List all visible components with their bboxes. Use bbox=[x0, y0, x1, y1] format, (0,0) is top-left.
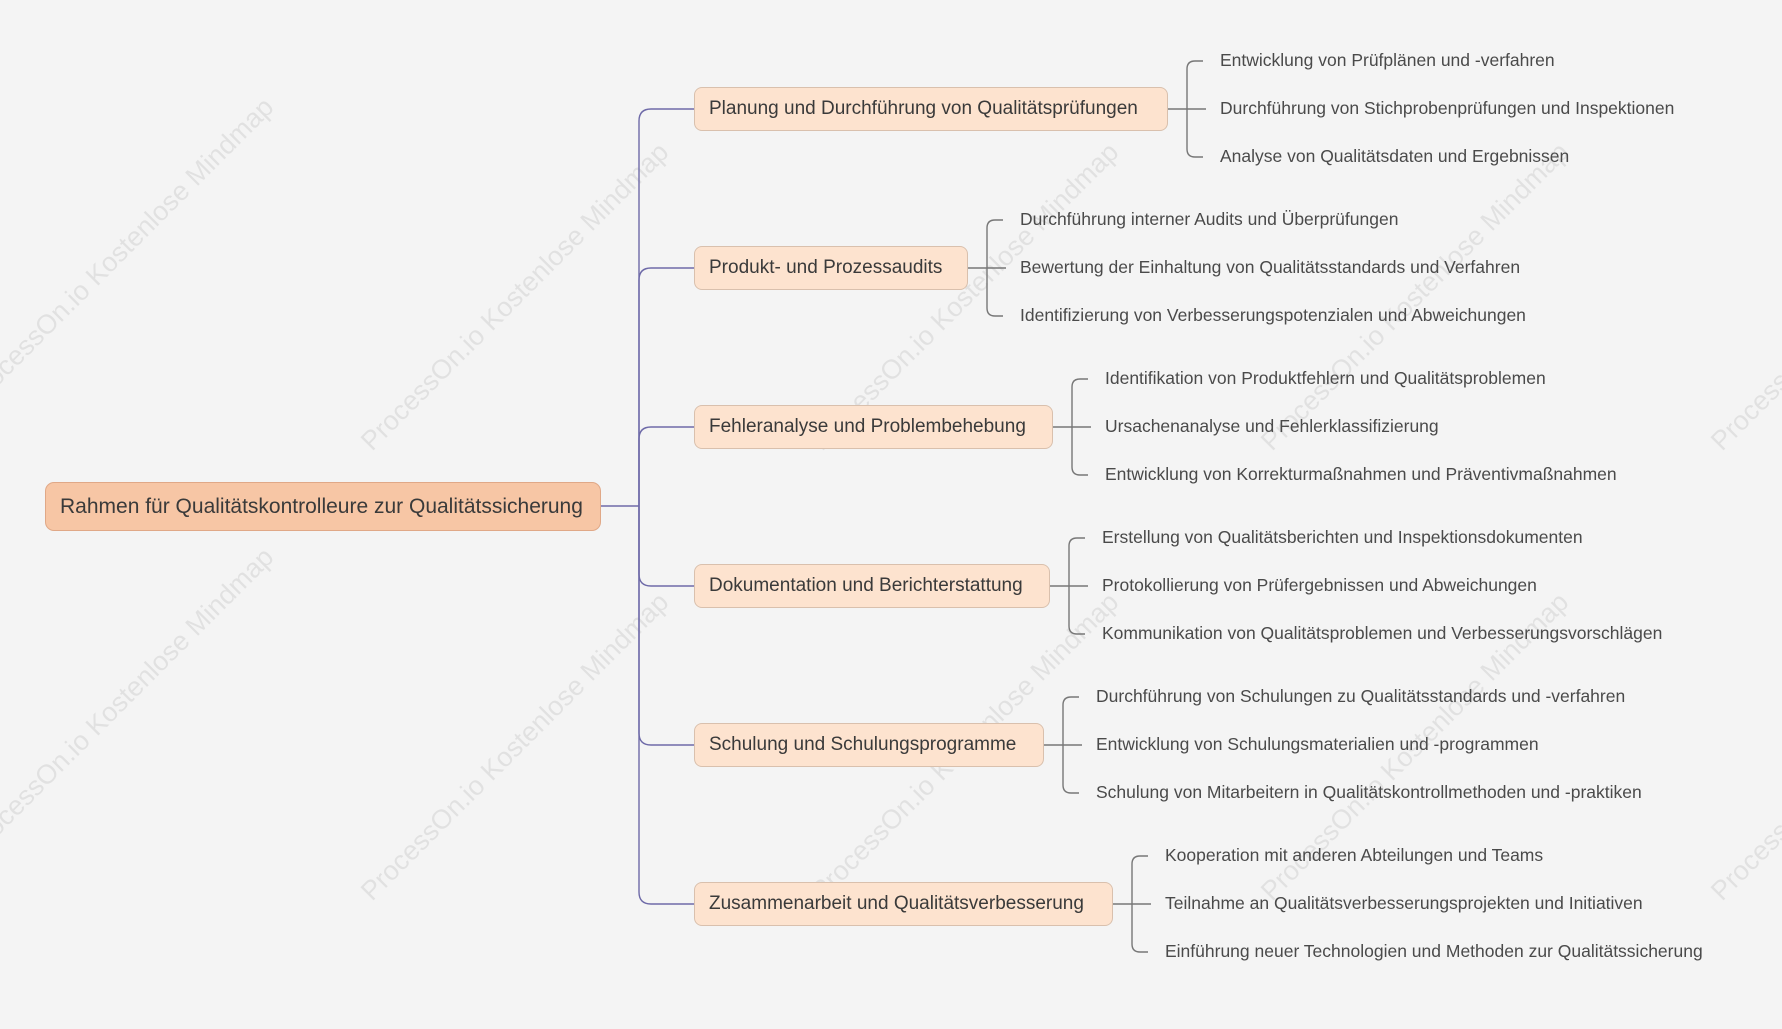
leaf-bracket bbox=[1068, 537, 1085, 635]
branch-node[interactable]: Planung und Durchführung von Qualitätspr… bbox=[694, 87, 1168, 131]
branch-node-label: Zusammenarbeit und Qualitätsverbesserung bbox=[709, 893, 1084, 914]
leaf-topic[interactable]: Entwicklung von Korrekturmaßnahmen und P… bbox=[1105, 464, 1617, 484]
branch-node-label: Planung und Durchführung von Qualitätspr… bbox=[709, 98, 1138, 119]
leaf-topic[interactable]: Teilnahme an Qualitätsverbesserungsproje… bbox=[1165, 893, 1643, 913]
leaf-topic[interactable]: Kommunikation von Qualitätsproblemen und… bbox=[1102, 623, 1663, 643]
leaf-topic[interactable]: Durchführung interner Audits und Überprü… bbox=[1020, 209, 1399, 229]
leaf-topic[interactable]: Erstellung von Qualitätsberichten und In… bbox=[1102, 527, 1583, 547]
branch-connector bbox=[638, 267, 694, 506]
branch-node[interactable]: Produkt- und Prozessaudits bbox=[694, 246, 968, 290]
leaf-topic[interactable]: Identifikation von Produktfehlern und Qu… bbox=[1105, 368, 1546, 388]
leaf-bracket bbox=[986, 219, 1003, 317]
leaf-bracket bbox=[1186, 60, 1203, 158]
branch-node-label: Fehleranalyse und Problembehebung bbox=[709, 416, 1026, 437]
branch-connector bbox=[638, 506, 694, 905]
leaf-bracket bbox=[1071, 378, 1088, 476]
leaf-topic[interactable]: Einführung neuer Technologien und Method… bbox=[1165, 941, 1703, 961]
branch-node-label: Schulung und Schulungsprogramme bbox=[709, 734, 1017, 755]
branch-node-label: Produkt- und Prozessaudits bbox=[709, 257, 943, 278]
leaf-topic[interactable]: Protokollierung von Prüfergebnissen und … bbox=[1102, 575, 1537, 595]
leaf-bracket bbox=[1062, 696, 1079, 794]
root-node-label: Rahmen für Qualitätskontrolleure zur Qua… bbox=[60, 494, 583, 518]
branch-node[interactable]: Fehleranalyse und Problembehebung bbox=[694, 405, 1053, 449]
leaf-topic[interactable]: Bewertung der Einhaltung von Qualitätsst… bbox=[1020, 257, 1521, 277]
leaf-topic[interactable]: Durchführung von Schulungen zu Qualitäts… bbox=[1096, 686, 1626, 706]
leaf-topic[interactable]: Kooperation mit anderen Abteilungen und … bbox=[1165, 845, 1544, 865]
branch-node[interactable]: Schulung und Schulungsprogramme bbox=[694, 723, 1044, 767]
leaf-bracket bbox=[1131, 855, 1148, 953]
leaf-topic[interactable]: Identifizierung von Verbesserungspotenzi… bbox=[1020, 305, 1526, 325]
branch-node[interactable]: Dokumentation und Berichterstattung bbox=[694, 564, 1050, 608]
branch-node-label: Dokumentation und Berichterstattung bbox=[709, 575, 1023, 596]
branch-connector bbox=[638, 506, 694, 587]
root-node[interactable]: Rahmen für Qualitätskontrolleure zur Qua… bbox=[45, 482, 601, 531]
leaf-topic[interactable]: Entwicklung von Schulungsmaterialien und… bbox=[1096, 734, 1539, 754]
leaf-topic[interactable]: Durchführung von Stichprobenprüfungen un… bbox=[1220, 98, 1675, 118]
leaf-topic[interactable]: Ursachenanalyse und Fehlerklassifizierun… bbox=[1105, 416, 1439, 436]
branch-connector bbox=[638, 108, 694, 506]
branch-connector bbox=[638, 426, 694, 506]
leaf-topic[interactable]: Schulung von Mitarbeitern in Qualitätsko… bbox=[1096, 782, 1642, 802]
leaf-topic[interactable]: Entwicklung von Prüfplänen und -verfahre… bbox=[1220, 50, 1555, 70]
branch-connector bbox=[638, 506, 694, 746]
branch-node[interactable]: Zusammenarbeit und Qualitätsverbesserung bbox=[694, 882, 1113, 926]
leaf-topic[interactable]: Analyse von Qualitätsdaten und Ergebniss… bbox=[1220, 146, 1570, 166]
